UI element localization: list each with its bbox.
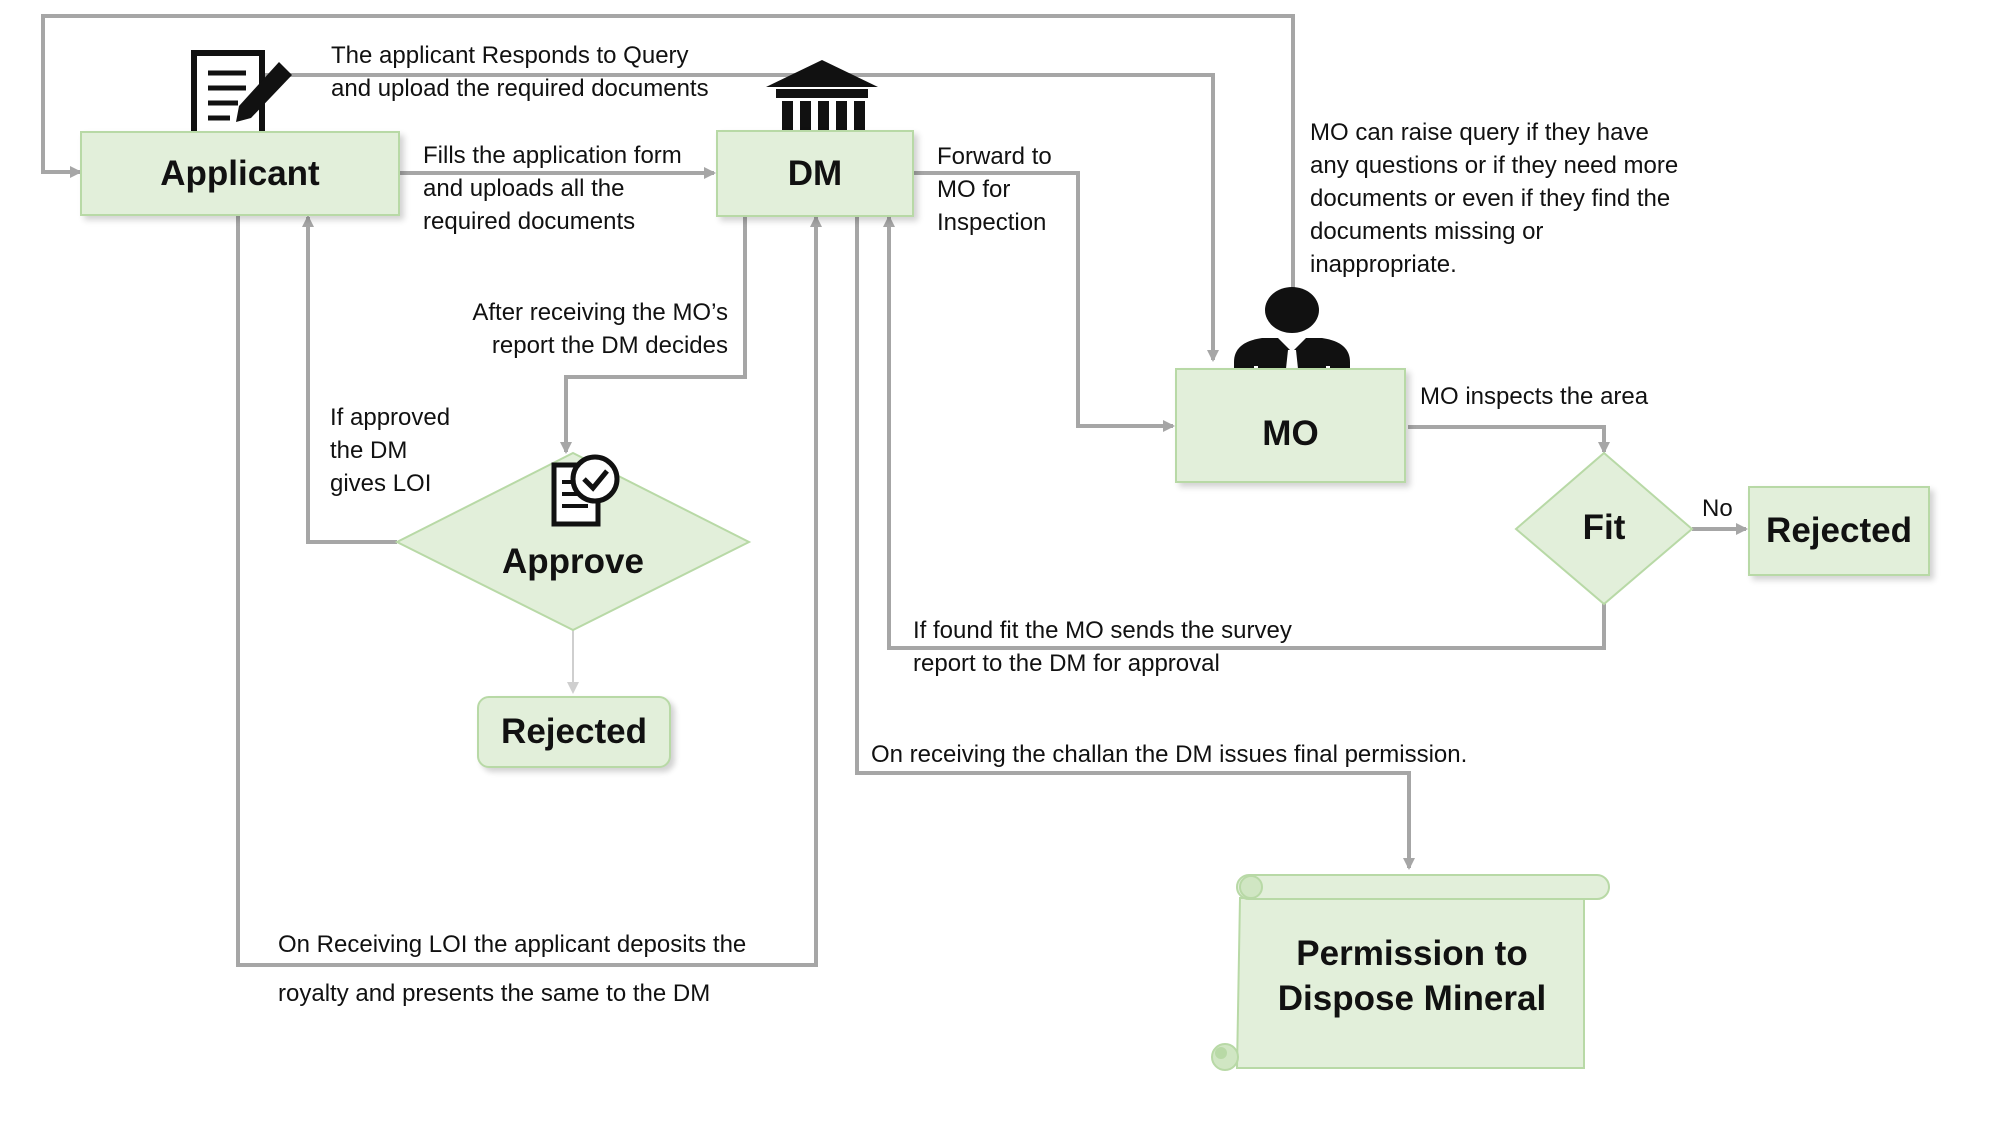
connector-dm-to-approve (560, 214, 747, 454)
label-forward-mo-line: MO for (937, 176, 1011, 203)
label-forward-mo-line: Inspection (937, 209, 1047, 236)
label-loi-deposit: On Receiving LOI the applicant deposits … (278, 920, 746, 1018)
label-mo-query-line: inappropriate. (1310, 251, 1457, 278)
rejected-label-right: Rejected (1766, 511, 1912, 550)
label-found-fit-line: If found fit the MO sends the survey (913, 617, 1292, 644)
checklist-approve-icon (551, 454, 620, 527)
label-forward-mo: Forward to MO for Inspection (937, 140, 1052, 239)
mo-node: MO (1175, 368, 1406, 483)
label-fills-form-line: required documents (423, 208, 636, 235)
applicant-node: Applicant (80, 131, 400, 216)
label-mo-query-line: any questions or if they need more (1310, 152, 1679, 179)
label-responds-query-line: The applicant Responds to Query (331, 42, 689, 69)
dm-label: DM (787, 153, 843, 193)
label-fills-form-line: Fills the application form (423, 142, 682, 169)
rejected-node-left: Rejected (477, 696, 671, 768)
label-found-fit: If found fit the MO sends the survey rep… (913, 614, 1292, 680)
label-if-approved: If approved the DM gives LOI (330, 401, 450, 500)
label-dm-decides: After receiving the MO’s report the DM d… (452, 296, 728, 362)
label-fills-form: Fills the application form and uploads a… (423, 139, 682, 238)
applicant-label: Applicant (160, 153, 320, 193)
label-if-approved-line: gives LOI (330, 470, 432, 497)
label-challan: On receiving the challan the DM issues f… (871, 741, 1468, 768)
mo-label: MO (1262, 413, 1319, 453)
permission-title-line1: Permission to (1296, 934, 1528, 973)
fit-decision-shape (1514, 451, 1694, 606)
label-responds-query-line: and upload the required documents (331, 75, 709, 102)
approve-decision-shape (394, 451, 752, 632)
label-if-approved-line: the DM (330, 437, 408, 464)
label-dm-decides-line: report the DM decides (491, 332, 728, 359)
label-loi-deposit-line: On Receiving LOI the applicant deposits … (278, 931, 747, 958)
permission-scroll-shape (1211, 874, 1610, 1071)
label-mo-query-line: MO can raise query if they have (1310, 119, 1649, 146)
fit-label: Fit (1582, 508, 1626, 547)
connector-fit-to-dm (883, 215, 1606, 650)
label-mo-query: MO can raise query if they have any ques… (1310, 116, 1678, 281)
label-forward-mo-line: Forward to (937, 143, 1052, 170)
connector-dm-to-mo (912, 171, 1175, 432)
document-pen-icon (191, 50, 292, 144)
label-found-fit-line: report to the DM for approval (913, 650, 1220, 677)
label-if-approved-line: If approved (330, 404, 451, 431)
label-fills-form-line: and uploads all the (423, 175, 625, 202)
label-responds-query: The applicant Responds to Query and uplo… (331, 39, 709, 105)
label-loi-deposit-line: royalty and presents the same to the DM (278, 980, 711, 1007)
label-dm-decides-line: After receiving the MO’s (472, 299, 728, 326)
label-no: No (1702, 495, 1733, 522)
rejected-label-left: Rejected (501, 712, 647, 751)
dm-node: DM (716, 130, 914, 217)
approve-label: Approve (502, 542, 644, 581)
label-mo-query-line: documents or even if they find the (1310, 185, 1671, 212)
connector-approve-to-applicant (302, 215, 397, 544)
connector-dm-to-permission (855, 214, 1415, 870)
rejected-node-right: Rejected (1748, 486, 1930, 576)
connector-mo-to-fit (1408, 425, 1610, 454)
connector-mo-query-to-applicant (41, 14, 1295, 290)
label-mo-query-line: documents missing or (1310, 218, 1544, 245)
connector-applicant-royalty-to-dm (236, 214, 822, 967)
label-mo-inspects: MO inspects the area (1420, 383, 1649, 410)
permission-title-line2: Dispose Mineral (1277, 979, 1547, 1018)
connector-applicant-response-to-mo (243, 73, 1219, 362)
